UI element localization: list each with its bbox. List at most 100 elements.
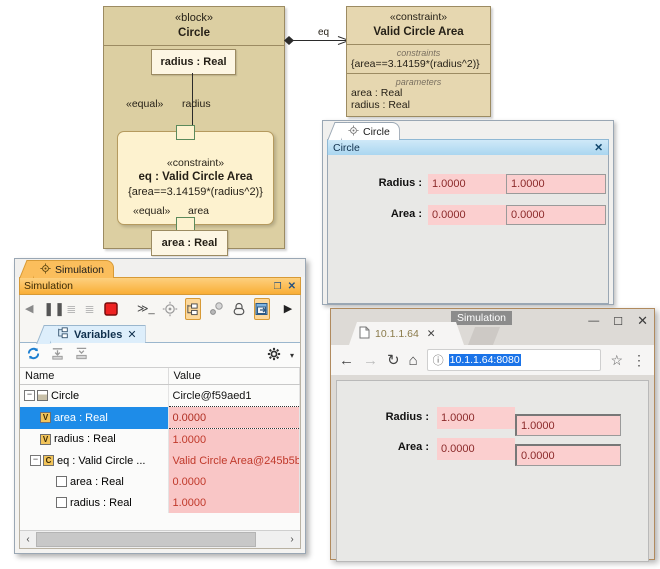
scroll-left-arrow[interactable]: ‹ xyxy=(26,534,30,545)
browser-page-content: Radius : 1.0000 1.0000 Area : 0.0000 0.0… xyxy=(336,380,649,562)
property-area-label: area : Real xyxy=(161,237,218,249)
open-ui-button[interactable] xyxy=(253,298,270,320)
step-back-button[interactable]: ◀ xyxy=(25,303,34,315)
row-name-cell[interactable]: area : Real xyxy=(20,471,169,492)
radius-input[interactable]: 1.0000 xyxy=(506,174,606,194)
step-into-button[interactable]: ≣ xyxy=(66,302,77,316)
row-name-label: eq : Valid Circle ... xyxy=(57,454,146,467)
animation-speed-button[interactable] xyxy=(208,301,224,317)
collapse-all-button[interactable] xyxy=(74,346,89,364)
tab-variables[interactable]: Variables ✕ xyxy=(50,325,146,343)
value-property-icon: V xyxy=(40,433,51,445)
expander-icon[interactable]: − xyxy=(24,390,35,402)
parameter-area: area : Real xyxy=(351,86,403,99)
tab-circle[interactable]: Circle xyxy=(341,122,400,140)
radius-label: Radius : xyxy=(385,411,429,423)
browser-menu-icon[interactable]: ⋮ xyxy=(632,351,646,368)
simulation-panel: ◀ ❚❚ ≣ ≣ ≫_ ▶ xyxy=(19,295,301,549)
lock-button[interactable] xyxy=(231,301,247,317)
window-controls: — ☐ ✕ xyxy=(588,313,648,329)
radius-value-display: 1.0000 xyxy=(437,407,515,429)
options-gear-button[interactable] xyxy=(267,347,281,364)
tab-simulation-label: Simulation xyxy=(55,263,105,276)
expand-toolbar-button[interactable]: ▶ xyxy=(283,303,293,315)
area-input[interactable]: 0.0000 xyxy=(506,205,606,225)
close-button[interactable]: ✕ xyxy=(637,313,648,328)
constraint-parameter-port-radius[interactable] xyxy=(176,125,195,140)
table-row[interactable]: area : Real 0.0000 xyxy=(20,471,300,492)
variables-toolbar: ▾ xyxy=(20,343,300,368)
circle-panel-titlebar: Circle ✕ xyxy=(327,139,609,155)
property-radius-label: radius : Real xyxy=(160,56,227,68)
table-row[interactable]: radius : Real 1.0000 xyxy=(20,492,300,513)
options-dropdown-arrow[interactable]: ▾ xyxy=(289,350,294,360)
scroll-right-arrow[interactable]: › xyxy=(290,534,294,545)
scrollbar-thumb[interactable] xyxy=(36,532,256,547)
simulation-tabstrip: Simulation xyxy=(15,259,305,278)
browser-tabstrip: Simulation 10.1.1.64 ✕ — ☐ ✕ xyxy=(331,309,654,345)
minimize-button[interactable]: — xyxy=(588,315,600,327)
row-value-cell[interactable]: 0.0000 xyxy=(168,471,300,492)
address-bar[interactable]: ⓘ 10.1.1.64:8080 xyxy=(426,349,602,371)
close-icon[interactable]: ✕ xyxy=(127,329,137,341)
row-value-cell[interactable]: 0.0000 xyxy=(168,406,300,429)
stop-button[interactable] xyxy=(103,301,119,317)
address-bar-url[interactable]: 10.1.1.64:8080 xyxy=(448,354,521,366)
row-value-cell[interactable]: 1.0000 xyxy=(168,428,300,450)
refresh-button[interactable] xyxy=(26,346,41,364)
table-row[interactable]: −Circle Circle@f59aed1 xyxy=(20,384,300,407)
row-value-cell[interactable]: 1.0000 xyxy=(168,492,300,513)
simulation-window[interactable]: Simulation Simulation ❐ ✕ ◀ ❚❚ ≣ ≣ ≫_ xyxy=(14,258,306,554)
simulation-settings-button[interactable] xyxy=(162,301,178,317)
circle-ui-panel-window[interactable]: Circle Circle ✕ Radius : 1.0000 1.0000 A… xyxy=(322,120,614,305)
row-name-cell[interactable]: radius : Real xyxy=(20,492,169,513)
forward-button[interactable]: → xyxy=(363,351,378,369)
step-over-button[interactable]: ≣ xyxy=(84,302,95,316)
back-button[interactable]: ← xyxy=(339,351,354,369)
tab-simulation[interactable]: Simulation xyxy=(33,260,115,278)
new-tab-button[interactable] xyxy=(468,327,500,345)
close-icon[interactable]: ✕ xyxy=(287,280,296,292)
area-input[interactable]: 0.0000 xyxy=(515,444,621,466)
pause-button[interactable]: ❚❚ xyxy=(43,301,66,316)
row-value-cell[interactable]: Valid Circle Area@245b5bc xyxy=(168,450,300,471)
bookmark-star-icon[interactable]: ☆ xyxy=(610,351,623,368)
row-value-cell[interactable]: Circle@f59aed1 xyxy=(168,384,300,407)
radius-input[interactable]: 1.0000 xyxy=(515,414,621,436)
horizontal-scrollbar[interactable]: ‹ › xyxy=(20,530,300,548)
binding-radius-stereotype: «equal» xyxy=(126,98,164,110)
variables-toggle-button[interactable] xyxy=(184,298,201,320)
constraint-property-eq[interactable]: «constraint» eq : Valid Circle Area {are… xyxy=(117,131,274,225)
parameter-radius: radius : Real xyxy=(351,98,410,111)
close-icon[interactable]: ✕ xyxy=(594,141,603,154)
property-radius[interactable]: radius : Real xyxy=(151,49,236,75)
expand-all-button[interactable] xyxy=(50,346,65,364)
restore-icon[interactable]: ❐ xyxy=(273,280,282,291)
block-icon xyxy=(37,390,48,402)
connector-arrowhead xyxy=(338,35,346,45)
reload-button[interactable]: ↻ xyxy=(387,352,400,369)
constraint-block-stereotype: «constraint» xyxy=(389,11,448,23)
console-button[interactable]: ≫_ xyxy=(136,303,155,315)
property-area[interactable]: area : Real xyxy=(151,230,228,256)
maximize-button[interactable]: ☐ xyxy=(613,315,624,328)
chrome-browser-window[interactable]: Simulation 10.1.1.64 ✕ — ☐ ✕ ← → ↻ ⌂ ⓘ 1… xyxy=(330,308,655,562)
binding-radius-label: radius xyxy=(182,98,211,110)
column-header-name[interactable]: Name xyxy=(20,368,169,385)
expander-icon[interactable]: − xyxy=(30,455,41,467)
home-button[interactable]: ⌂ xyxy=(408,351,418,369)
column-header-value[interactable]: Value xyxy=(168,368,300,385)
row-name-cell[interactable]: −Circle xyxy=(20,384,169,407)
scrollbar-track[interactable] xyxy=(256,533,284,546)
close-icon[interactable]: ✕ xyxy=(426,327,436,340)
site-info-icon[interactable]: ⓘ xyxy=(432,355,444,367)
constraint-block-valid-circle-area[interactable]: «constraint» Valid Circle Area constrain… xyxy=(346,6,491,117)
browser-tab[interactable]: 10.1.1.64 ✕ xyxy=(349,322,464,345)
area-label: Area : xyxy=(397,441,429,453)
